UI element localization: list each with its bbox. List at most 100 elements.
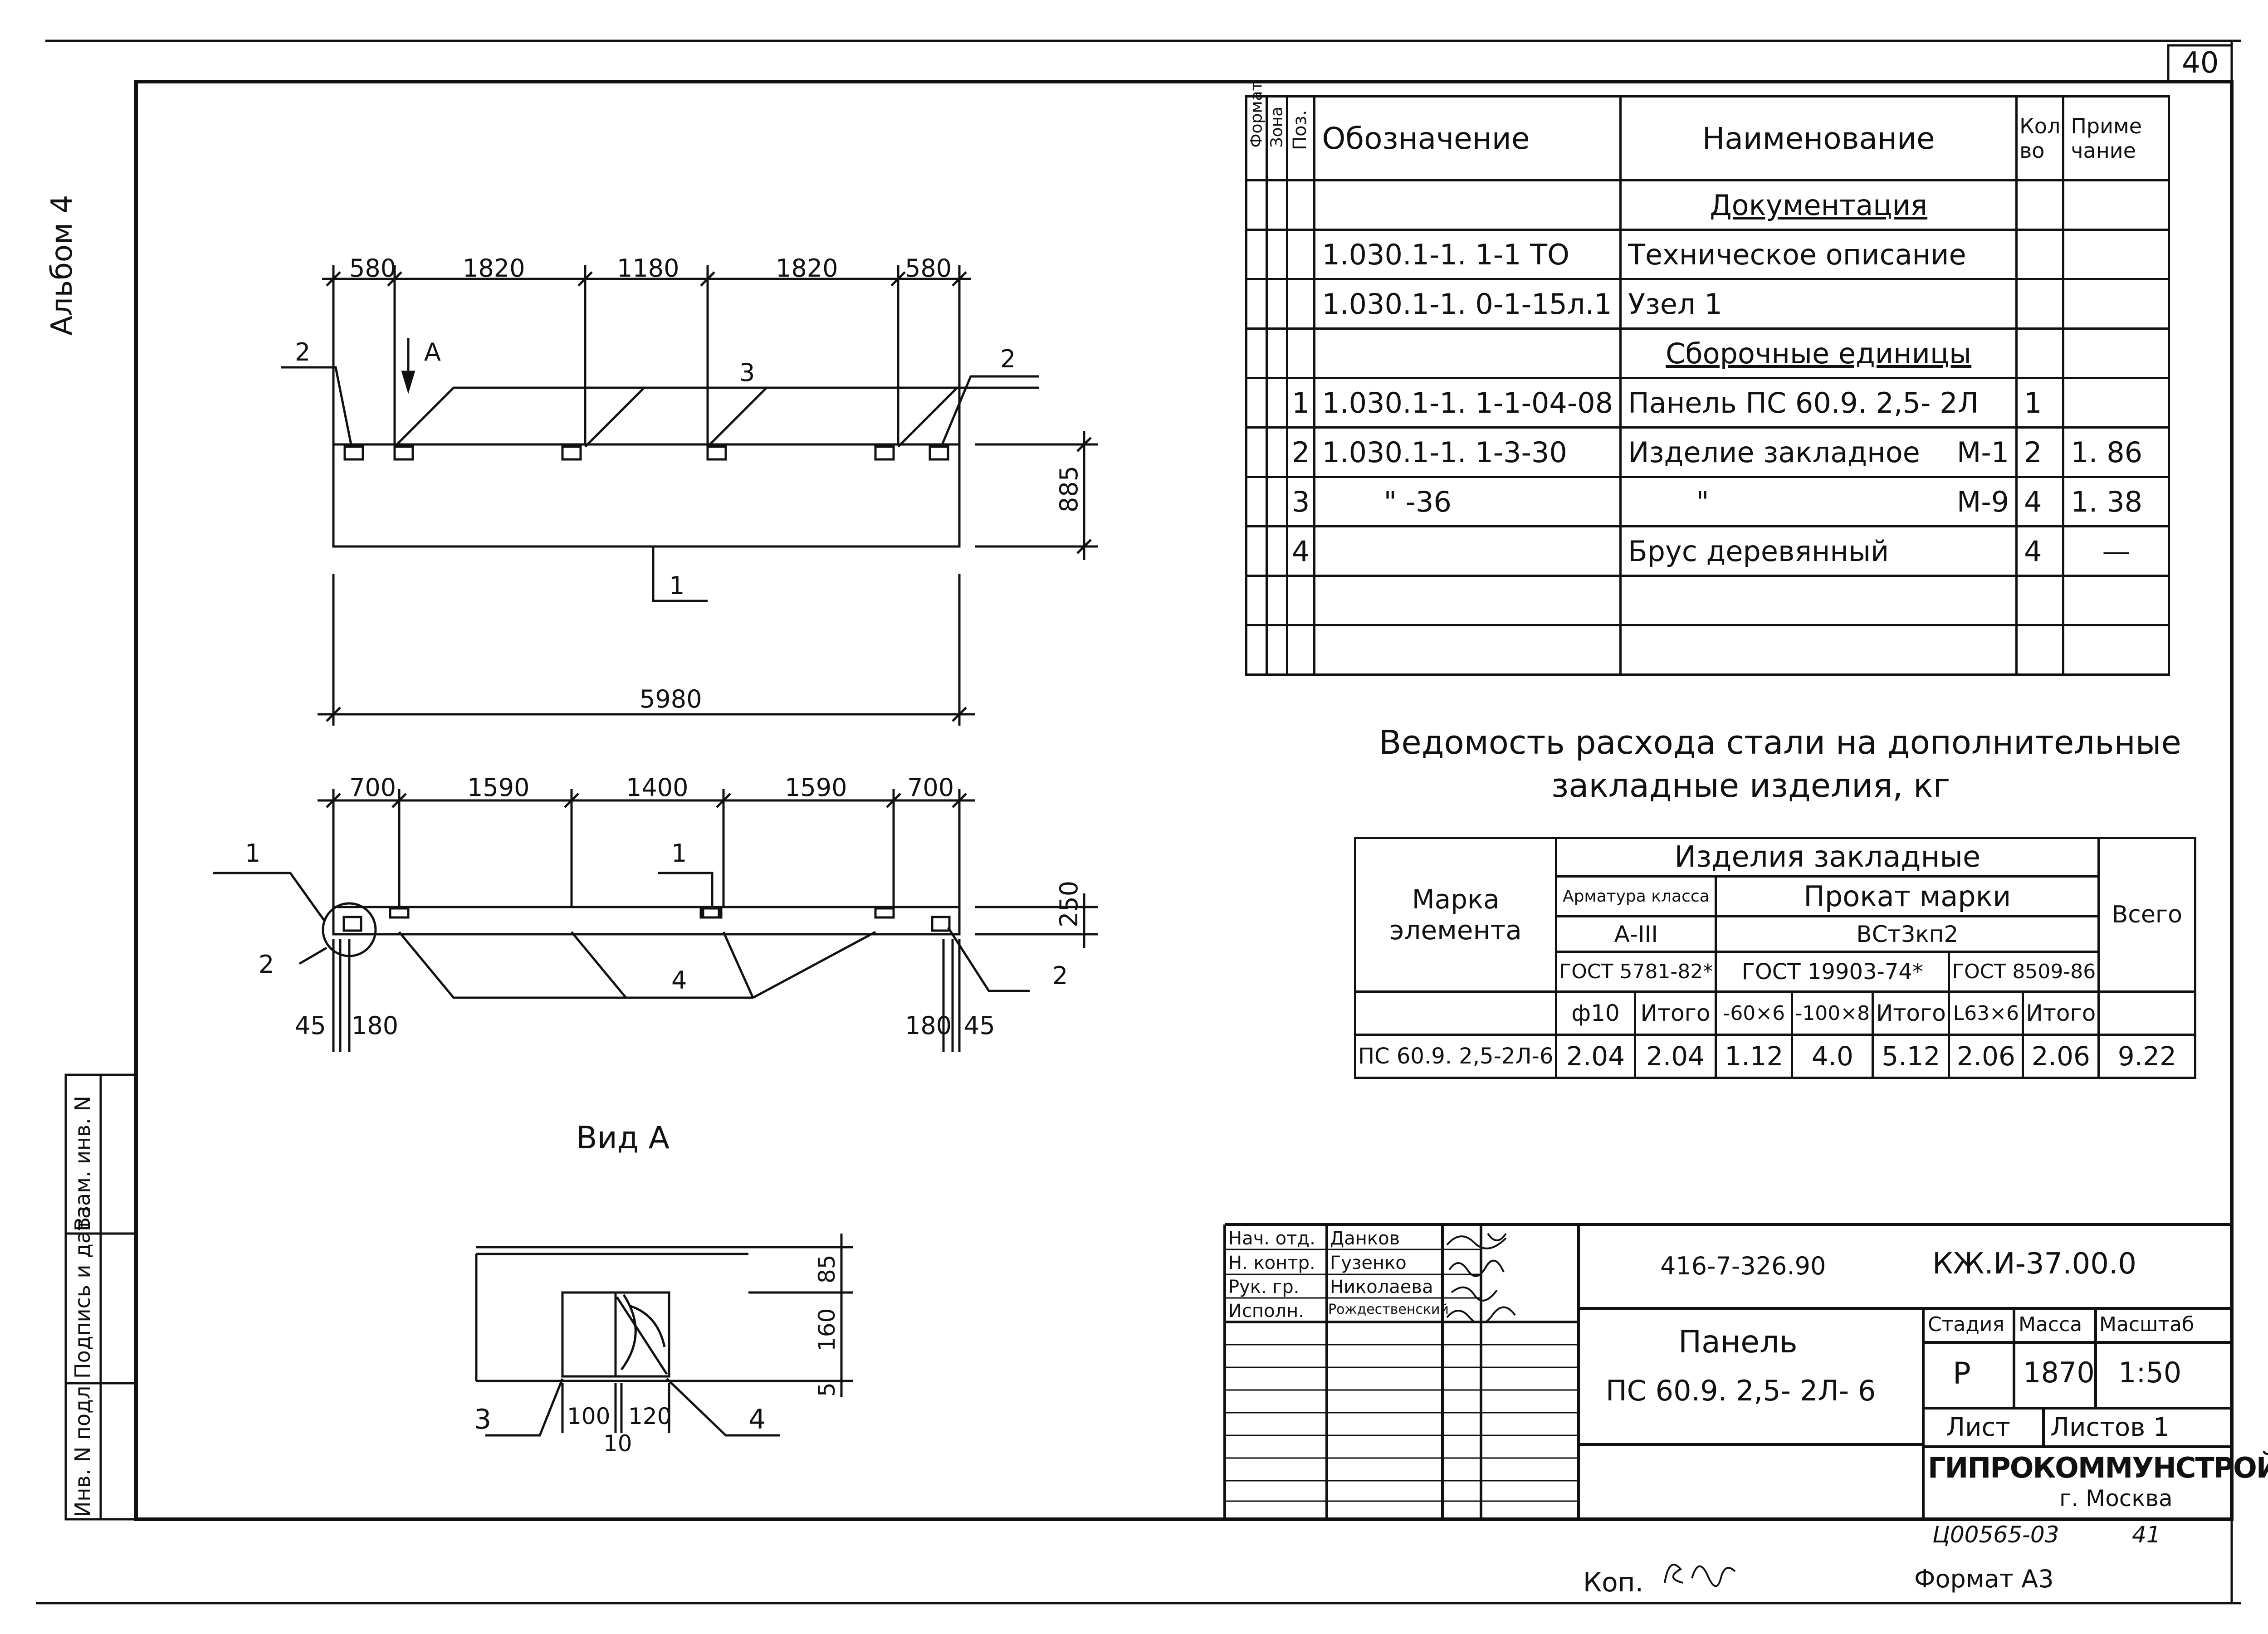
- doc-title: ПС 60.9. 2,5- 2Л- 6: [1606, 1374, 1876, 1407]
- copy-label: Коп.: [1583, 1567, 1644, 1598]
- spec-name: Узел 1: [1619, 278, 2018, 330]
- dim-text: 160: [814, 1308, 840, 1351]
- spec-h-zone: Зона: [1266, 95, 1288, 181]
- spec-h-qty: Кол во: [2015, 95, 2065, 181]
- steel-h-size: Итого: [1633, 990, 1717, 1036]
- steel-h-rolled: Прокат марки: [1715, 875, 2100, 917]
- spec-qty: 2: [2015, 426, 2065, 478]
- spec-note: 1. 38: [2062, 476, 2170, 527]
- stamp-name: Николаева: [1330, 1277, 1433, 1297]
- spec-pos: 3: [1286, 476, 1316, 527]
- pos-label: 2: [259, 950, 274, 979]
- steel-h-rolled-grade: ВСт3кп2: [1715, 915, 2100, 953]
- pos-label: 3: [474, 1404, 491, 1435]
- spec-note: 1. 86: [2062, 426, 2170, 478]
- dim-text: 1180: [617, 254, 679, 283]
- spec-pos: 2: [1286, 426, 1316, 478]
- org-name: ГИПРОКОММУНСТРОЙ: [1928, 1451, 2268, 1484]
- pos-label: 2: [1000, 345, 1016, 373]
- view-a: 100 120 10 85 160 5 3 4: [474, 1234, 853, 1457]
- dim-text: 885: [1055, 466, 1083, 512]
- spec-code: 1.030.1-1. 1-3-30: [1313, 426, 1622, 478]
- spec-code: 1.030.1-1. 0-1-15л.1: [1313, 278, 1622, 330]
- dim-text: 10: [603, 1430, 632, 1457]
- stamp-role: Н. контр.: [1228, 1253, 1315, 1273]
- spec-section-docs: Документация: [1619, 179, 2018, 231]
- steel-cell: 5.12: [1872, 1034, 1950, 1079]
- steel-h-group: Изделия закладные: [1555, 837, 2100, 878]
- steel-h-rebar-class: А-III: [1555, 915, 1717, 953]
- spec-name: Панель ПС 60.9. 2,5- 2Л: [1619, 377, 2018, 429]
- spec-name: Техническое описание: [1619, 229, 2018, 280]
- steel-cell: 2.04: [1633, 1034, 1717, 1079]
- steel-title-line1: Ведомость расхода стали на дополнительны…: [1379, 723, 2181, 761]
- doc-title: Панель: [1678, 1324, 1798, 1360]
- stamp-name: Гузенко: [1330, 1253, 1407, 1273]
- page-number: 40: [2182, 46, 2219, 80]
- spec-pos: 1: [1286, 377, 1316, 429]
- dim-text: 5: [814, 1382, 840, 1397]
- steel-h-size: -100×8: [1791, 990, 1874, 1036]
- stamp-name: Рождественский: [1328, 1302, 1449, 1317]
- view-arrow-label: А: [424, 338, 441, 366]
- steel-cell: 2.04: [1555, 1034, 1636, 1079]
- panel-plan: 700 1590 1400 1590 700 250 45 180 180 45…: [213, 773, 1098, 1052]
- pos-label: 2: [295, 338, 310, 366]
- steel-h-size: -60×6: [1715, 990, 1794, 1036]
- spec-h-code: Обозначение: [1313, 95, 1622, 181]
- spec-qty: 4: [2015, 476, 2065, 527]
- spec-mark: М-9: [1956, 485, 2009, 518]
- steel-cell: 9.22: [2097, 1034, 2197, 1079]
- dim-text: 580: [349, 254, 396, 283]
- pos-label: 4: [671, 966, 687, 995]
- spec-mark: М-1: [1956, 435, 2009, 469]
- stamp-role: Исполн.: [1228, 1301, 1304, 1322]
- steel-title-line2: закладные изделия, кг: [1551, 766, 1950, 805]
- dim-text: 85: [814, 1254, 840, 1283]
- pos-label: 1: [671, 839, 687, 868]
- org-city: г. Москва: [2059, 1485, 2173, 1512]
- spec-code: [1313, 525, 1622, 577]
- steel-cell: 2.06: [1948, 1034, 2024, 1079]
- stamp-h-scale: Масштаб: [2099, 1313, 2195, 1336]
- steel-h-size: Итого: [1872, 990, 1950, 1036]
- spec-section-assemblies: Сборочные единицы: [1619, 327, 2018, 379]
- dim-text: 120: [628, 1403, 671, 1429]
- dim-text: 180: [352, 1011, 398, 1040]
- stamp-name: Данков: [1330, 1228, 1400, 1249]
- spec-code: " -36: [1313, 476, 1622, 527]
- spec-name: Брус деревянный: [1619, 525, 2018, 577]
- spec-table: Формат Зона Поз. Обозначение Наименовани…: [1245, 81, 2170, 676]
- steel-h-std: ГОСТ 8509-86: [1948, 951, 2100, 993]
- doc-code: КЖ.И-37.00.0: [1932, 1247, 2136, 1281]
- pos-label: 3: [739, 358, 755, 387]
- stamp-h-stage: Стадия: [1928, 1313, 2004, 1336]
- archive-number: Ц00565-03: [1932, 1522, 2059, 1548]
- stamp-mass: 1870: [2023, 1356, 2095, 1389]
- steel-cell: ПС 60.9. 2,5-2Л-6: [1354, 1034, 1558, 1079]
- dim-text: 700: [349, 773, 396, 802]
- copy-signature: [1664, 1564, 1736, 1587]
- steel-h-size: L63×6: [1948, 990, 2024, 1036]
- steel-h-size: Итого: [2022, 990, 2100, 1036]
- view-a-title: Вид А: [576, 1120, 670, 1156]
- spec-qty: 1: [2015, 377, 2065, 429]
- steel-cell: 4.0: [1791, 1034, 1874, 1079]
- stamp-h-mass: Масса: [2019, 1313, 2082, 1336]
- steel-h-rebar: Арматура класса: [1555, 875, 1717, 917]
- dim-text: 100: [567, 1403, 610, 1429]
- stamp-sheet: Лист: [1946, 1413, 2010, 1442]
- spec-code: 1.030.1-1. 1-1-04-08: [1313, 377, 1622, 429]
- pos-label: 1: [245, 839, 260, 868]
- dim-text: 1590: [785, 773, 847, 802]
- spec-name: " М-9: [1619, 476, 2018, 527]
- steel-h-total: Всего: [2097, 837, 2197, 993]
- steel-cell: 1.12: [1715, 1034, 1794, 1079]
- spec-name: Изделие закладное М-1: [1619, 426, 2018, 478]
- steel-table: Марка элемента Изделия закладные Всего А…: [1354, 837, 2197, 1079]
- dim-text: 250: [1055, 881, 1083, 927]
- panel-elevation: 580 1820 1180 1820 580 5980 885 А 2 2 3 …: [281, 254, 1098, 726]
- dim-text: 45: [295, 1011, 326, 1040]
- format-label: Формат А3: [1914, 1565, 2054, 1593]
- dim-text: 1820: [776, 254, 838, 283]
